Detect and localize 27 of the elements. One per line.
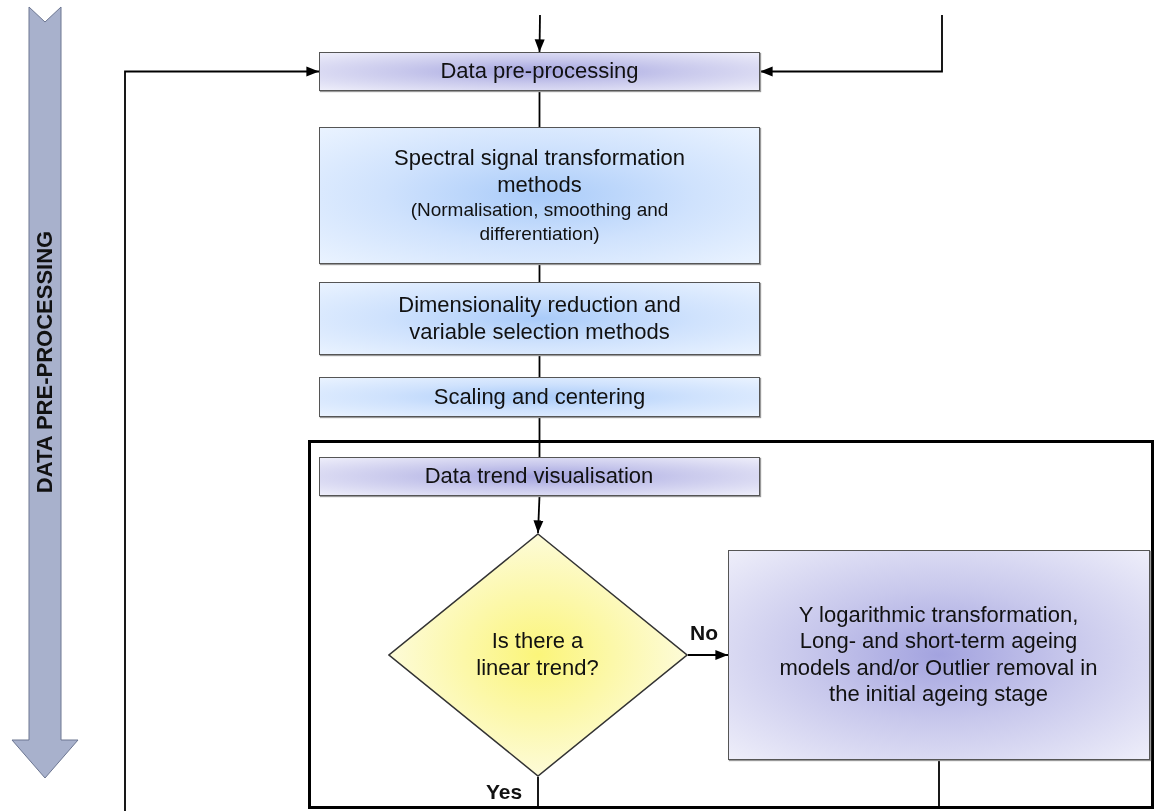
box-text: Spectral signal transformation methods (393, 145, 686, 199)
connector-line (538, 354, 541, 378)
arrow (759, 14, 943, 77)
process-box (727, 549, 1150, 760)
arrow (533, 495, 544, 534)
box-text: Is there a linear trend? (475, 628, 600, 681)
process-box (319, 377, 760, 417)
connector-line (537, 776, 539, 807)
connector-line (538, 90, 541, 128)
process-box (319, 127, 760, 264)
box-text: Data trend visualisation (424, 462, 654, 490)
arrow (124, 66, 320, 811)
connector-line (538, 416, 541, 458)
group-frame (308, 440, 1154, 809)
box-text: Dimensionality reduction and variable selection methods (397, 292, 682, 345)
stage-label: DATA PRE-PROCESSING (34, 230, 56, 494)
box-text: Scaling and centering (433, 383, 646, 411)
decision-diamond (387, 532, 688, 777)
connector-line (938, 759, 940, 807)
process-box (319, 52, 760, 91)
process-box (319, 282, 760, 355)
box-text: Data pre-processing (440, 58, 639, 85)
box-text: Y logarithmic transformation, Long- and short-term ageing models and/or Outlier removal in the initial ageing stage (778, 601, 1099, 708)
process-box (318, 456, 760, 496)
arrow (687, 649, 729, 661)
box-text: (Normalisation, smoothing and differentiation) (409, 198, 670, 246)
arrow (534, 14, 545, 53)
